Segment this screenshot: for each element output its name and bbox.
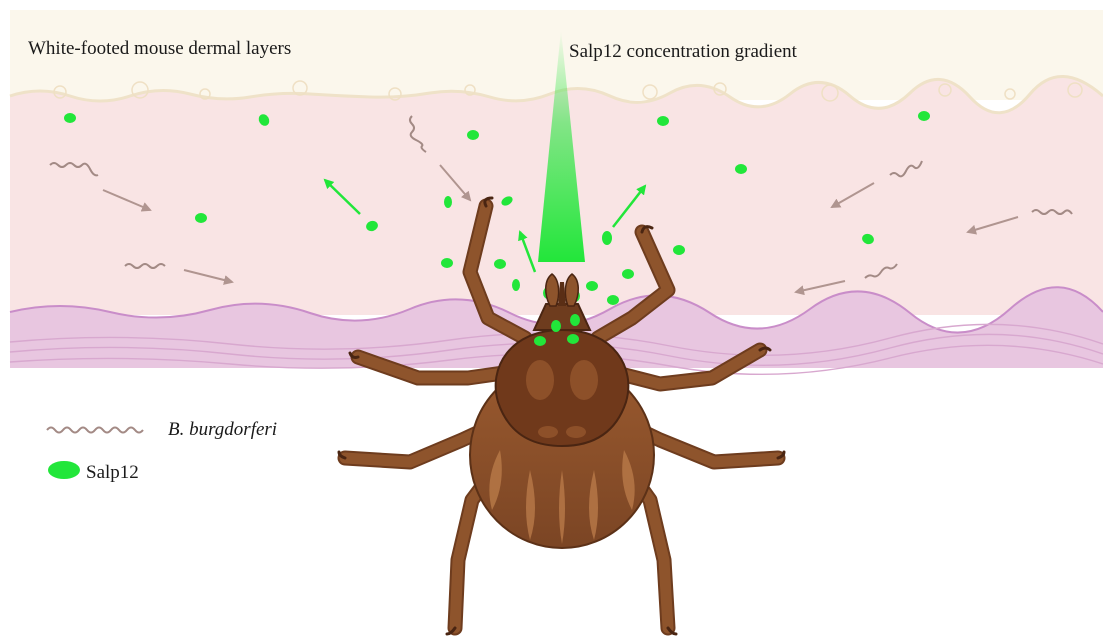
salp12-dot-icon xyxy=(444,196,452,208)
spirochete-icon xyxy=(47,428,143,433)
salp12-dot-icon xyxy=(48,461,80,479)
tick-scutum xyxy=(496,330,629,446)
skin-layers-label: White-footed mouse dermal layers xyxy=(28,38,291,60)
salp12-dot-icon xyxy=(467,130,479,140)
legend-salp12-label: Salp12 xyxy=(86,462,139,484)
salp12-dot-icon xyxy=(567,334,579,344)
salp12-dot-icon xyxy=(657,116,669,126)
salp12-dot-icon xyxy=(673,245,685,255)
tick-palp xyxy=(546,274,559,306)
salp12-dot-icon xyxy=(918,111,930,121)
salp12-dot-icon xyxy=(64,113,76,123)
salp12-dot-icon xyxy=(586,281,598,291)
salp12-dot-icon xyxy=(441,258,453,268)
legend-borrelia-label: B. burgdorferi xyxy=(168,419,277,441)
salp12-dot-icon xyxy=(607,295,619,305)
salp12-dot-icon xyxy=(735,164,747,174)
salp12-dot-icon xyxy=(570,314,580,326)
salp12-dot-icon xyxy=(195,213,207,223)
salp12-dot-icon xyxy=(551,320,561,332)
salp12-dot-icon xyxy=(494,259,506,269)
tick-palp xyxy=(565,274,578,306)
salp12-dot-icon xyxy=(534,336,546,346)
salp12-dot-icon xyxy=(622,269,634,279)
gradient-label: Salp12 concentration gradient xyxy=(569,41,797,63)
salp12-dot-icon xyxy=(602,231,612,245)
salp12-dot-icon xyxy=(512,279,520,291)
